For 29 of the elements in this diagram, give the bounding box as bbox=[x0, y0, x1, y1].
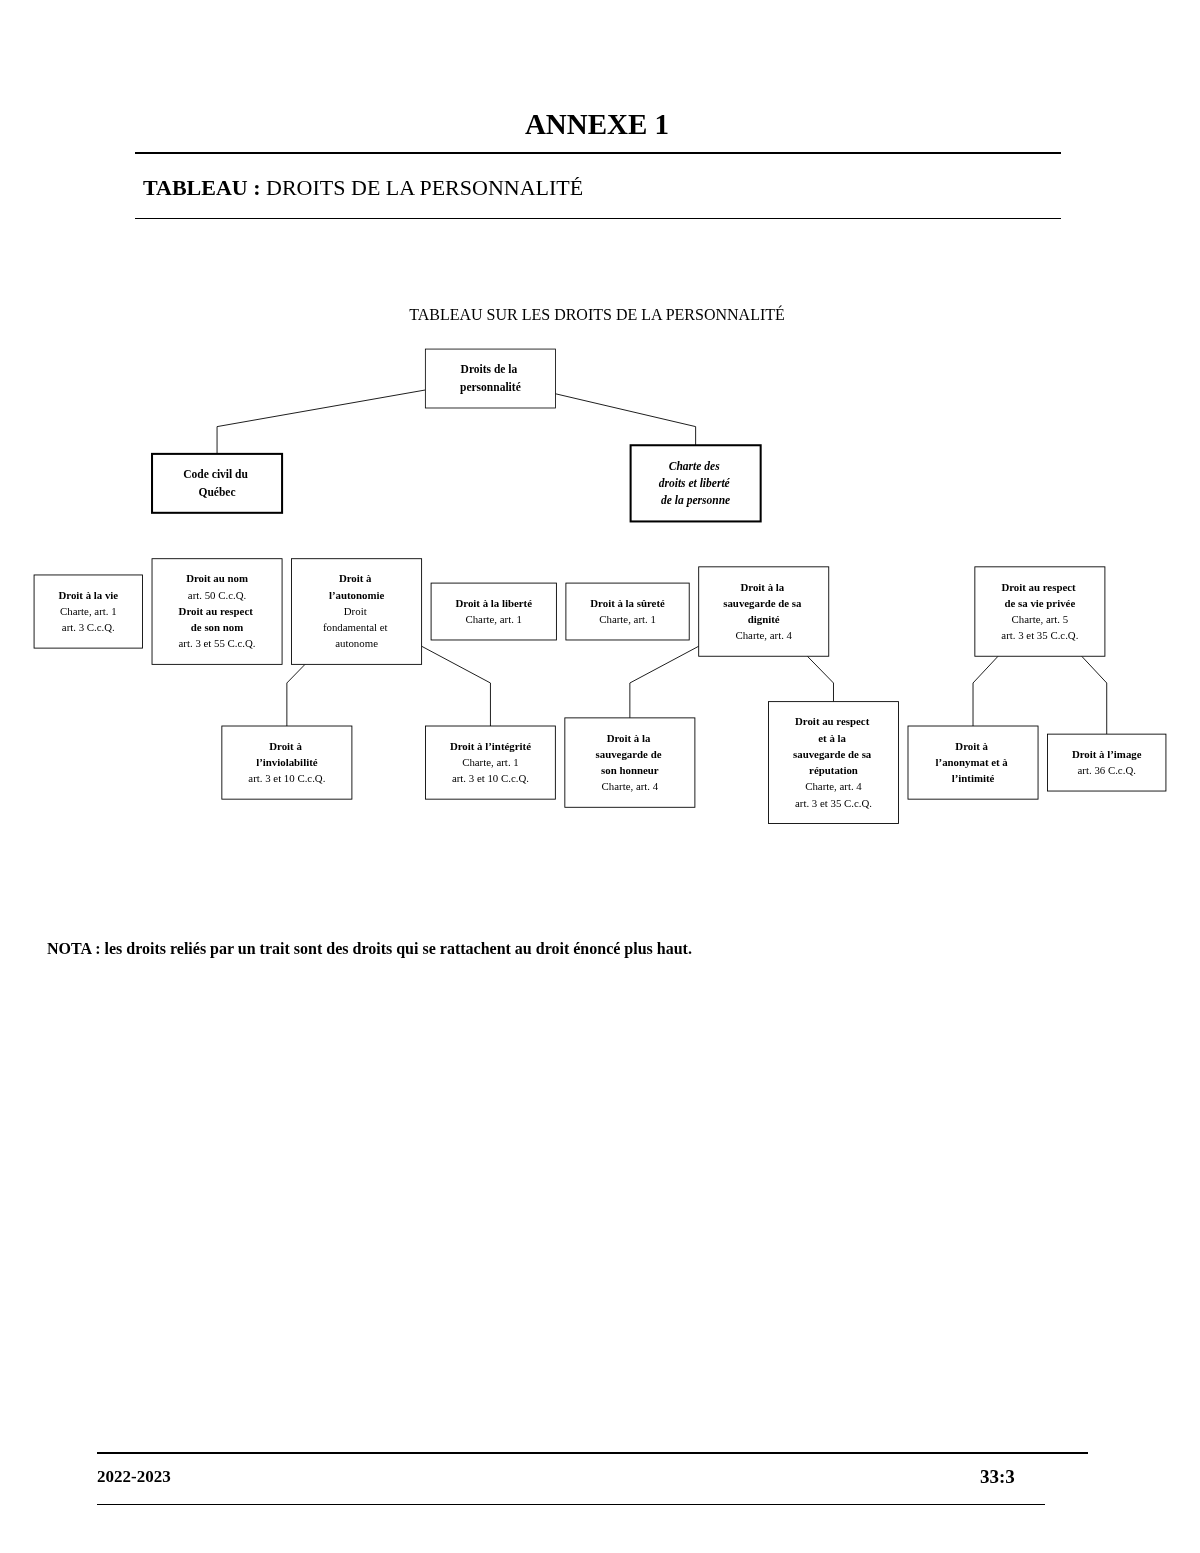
page-number: 33:3 bbox=[980, 1466, 1015, 1488]
right-box: Droit à l’anonymat et à l’intimité bbox=[907, 725, 1039, 800]
right-box: Droit à la sûreté Charte, art. 1 bbox=[565, 582, 690, 641]
right-box: Droit à la sauvegarde de sa dignité Charte, art. 4 bbox=[698, 566, 830, 657]
chart-title: TABLEAU SUR LES DROITS DE LA PERSONNALITÉ bbox=[408, 306, 786, 325]
right-box: Droit à la sauvegarde de son honneur Charte, art. 4 bbox=[564, 717, 696, 808]
connector-line bbox=[806, 655, 834, 703]
connector-line bbox=[421, 645, 491, 727]
right-box: Droit à l’intégrité Charte, art. 1 art. 3 et 10 C.c.Q. bbox=[425, 725, 556, 800]
connector-line bbox=[629, 645, 700, 719]
right-box: Droit à la liberté Charte, art. 1 bbox=[430, 582, 557, 641]
page-title: ANNEXE 1 bbox=[523, 108, 671, 142]
connector-line bbox=[554, 393, 697, 446]
right-box: Droit à l’autonomie Droit fondamental et autonome bbox=[291, 558, 423, 665]
title-box: Droits de la personnalité bbox=[424, 348, 556, 409]
right-box: Droit au respect de sa vie privée Charte, art. 5 art. 3 et 35 C.c.Q. bbox=[974, 566, 1106, 657]
right-box: Droit à l’inviolabilité art. 3 et 10 C.c.Q. bbox=[221, 725, 353, 800]
right-box: Droit au nom art. 50 C.c.Q. Droit au respect de son nom art. 3 et 55 C.c.Q. bbox=[151, 558, 283, 665]
connector-line bbox=[286, 663, 306, 727]
right-box: Droit à l’image art. 36 C.c.Q. bbox=[1047, 733, 1167, 792]
category-box: Code civil du Québec bbox=[151, 452, 284, 514]
right-box: Droit au respect et à la sauvegarde de sa réputation Charte, art. 4 art. 3 et 35 C.c.Q. bbox=[768, 701, 899, 824]
category-box: Charte des droits et liberté de la personne bbox=[629, 444, 762, 523]
section-heading: TABLEAU : DROITS DE LA PERSONNALITÉ bbox=[143, 175, 584, 201]
right-box: Droit à la vie Charte, art. 1 art. 3 C.c.Q. bbox=[33, 574, 143, 649]
note: NOTA : les droits reliés par un trait sont des droits qui se rattachent au droit énoncé plus haut. bbox=[47, 940, 692, 959]
footer-year: 2022-2023 bbox=[97, 1467, 171, 1487]
connector-line bbox=[1081, 655, 1108, 735]
connector-line bbox=[972, 655, 999, 727]
